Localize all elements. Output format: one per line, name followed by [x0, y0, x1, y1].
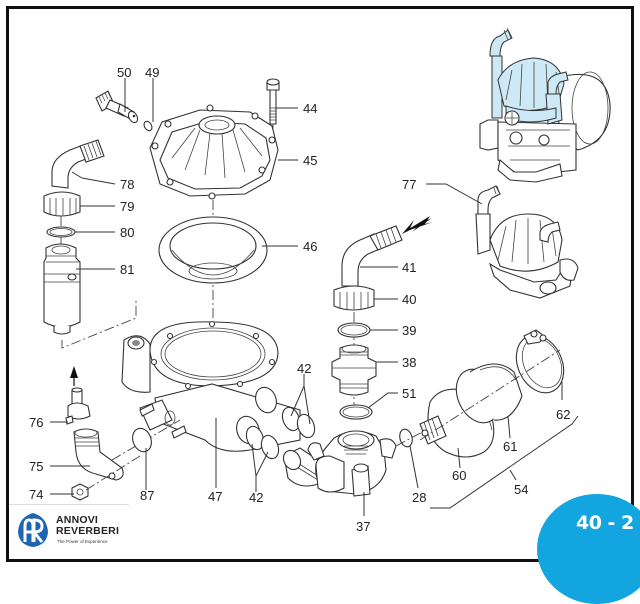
brand-name-line2: REVERBERI — [56, 525, 120, 537]
exploded-parts-drawing: 50 49 44 45 78 79 80 81 46 77 41 40 39 3… — [29, 27, 611, 534]
label-77[interactable]: 77 — [402, 177, 416, 192]
arrow-up-icon — [70, 366, 78, 386]
part-44-bolt[interactable] — [266, 78, 280, 140]
axis-line-81-to-body — [61, 300, 137, 349]
part-76-hose-connector[interactable] — [65, 387, 91, 425]
label-54[interactable]: 54 — [514, 482, 528, 497]
part-78-elbow-fitting[interactable] — [51, 139, 105, 189]
label-87[interactable]: 87 — [140, 488, 154, 503]
label-45[interactable]: 45 — [303, 153, 317, 168]
brand-logo: ANNOVI REVERBERI The Power of Experience — [16, 508, 126, 552]
part-80-o-ring[interactable] — [46, 226, 76, 238]
label-74[interactable]: 74 — [29, 487, 43, 502]
part-51-o-ring[interactable] — [339, 404, 373, 420]
part-46-diaphragm[interactable] — [158, 216, 268, 284]
leader-lines — [50, 78, 563, 516]
label-37[interactable]: 37 — [356, 519, 370, 534]
axis-line-74 — [85, 455, 141, 491]
label-42-upper[interactable]: 42 — [297, 361, 311, 376]
part-50-knob-screw[interactable] — [95, 90, 139, 124]
part-39-o-ring[interactable] — [337, 322, 371, 338]
axis-line-accumulator — [419, 349, 561, 441]
logo-separator — [9, 504, 129, 505]
part-62-hose-clamp[interactable] — [507, 328, 572, 401]
part-number-labels: 50 49 44 45 78 79 80 81 46 77 41 40 39 3… — [29, 65, 570, 534]
part-74-nut[interactable] — [71, 483, 89, 501]
part-28-o-ring[interactable] — [398, 428, 414, 448]
part-37-manifold[interactable] — [280, 430, 397, 497]
part-49-o-ring[interactable] — [142, 120, 153, 132]
label-47[interactable]: 47 — [208, 489, 222, 504]
label-40[interactable]: 40 — [402, 292, 416, 307]
part-41-elbow-fitting[interactable] — [341, 225, 403, 287]
pump-assembly-overview — [479, 27, 611, 183]
bracket-54 — [430, 415, 579, 509]
part-47-pump-body[interactable] — [121, 320, 301, 452]
label-49[interactable]: 49 — [145, 65, 159, 80]
label-41[interactable]: 41 — [402, 260, 416, 275]
part-79-ring-nut[interactable] — [43, 191, 81, 217]
label-80[interactable]: 80 — [120, 225, 134, 240]
label-81[interactable]: 81 — [120, 262, 134, 277]
part-40-ring-nut[interactable] — [333, 285, 375, 311]
annovi-reverberi-logo-icon — [18, 513, 48, 547]
label-75[interactable]: 75 — [29, 459, 43, 474]
label-62[interactable]: 62 — [556, 407, 570, 422]
part-38-threaded-nipple[interactable] — [331, 344, 377, 396]
page-number: 40 - 2 — [576, 512, 634, 534]
label-46[interactable]: 46 — [303, 239, 317, 254]
label-50[interactable]: 50 — [117, 65, 131, 80]
part-75-manifold-elbow[interactable] — [73, 428, 124, 481]
label-76[interactable]: 76 — [29, 415, 43, 430]
page-number-badge — [537, 494, 640, 604]
brand-name-line1: ANNOVI — [56, 514, 99, 526]
label-28[interactable]: 28 — [412, 490, 426, 505]
arrow-down-left-icon — [402, 216, 433, 234]
label-79[interactable]: 79 — [120, 199, 134, 214]
label-61[interactable]: 61 — [503, 439, 517, 454]
part-77-pump-assembly-variant[interactable] — [475, 185, 579, 299]
part-42-o-rings-upper[interactable] — [279, 405, 317, 440]
label-60[interactable]: 60 — [452, 468, 466, 483]
label-38[interactable]: 38 — [402, 355, 416, 370]
label-78[interactable]: 78 — [120, 177, 134, 192]
label-39[interactable]: 39 — [402, 323, 416, 338]
part-42-o-rings-lower[interactable] — [243, 424, 281, 461]
brand-tagline: The Power of Experience — [57, 539, 108, 544]
label-42-lower[interactable]: 42 — [249, 490, 263, 505]
part-45-head-cover[interactable] — [149, 104, 279, 200]
part-81-valve-body[interactable] — [43, 243, 81, 335]
label-51[interactable]: 51 — [402, 386, 416, 401]
label-44[interactable]: 44 — [303, 101, 317, 116]
part-61-accumulator-ring[interactable] — [448, 362, 523, 430]
